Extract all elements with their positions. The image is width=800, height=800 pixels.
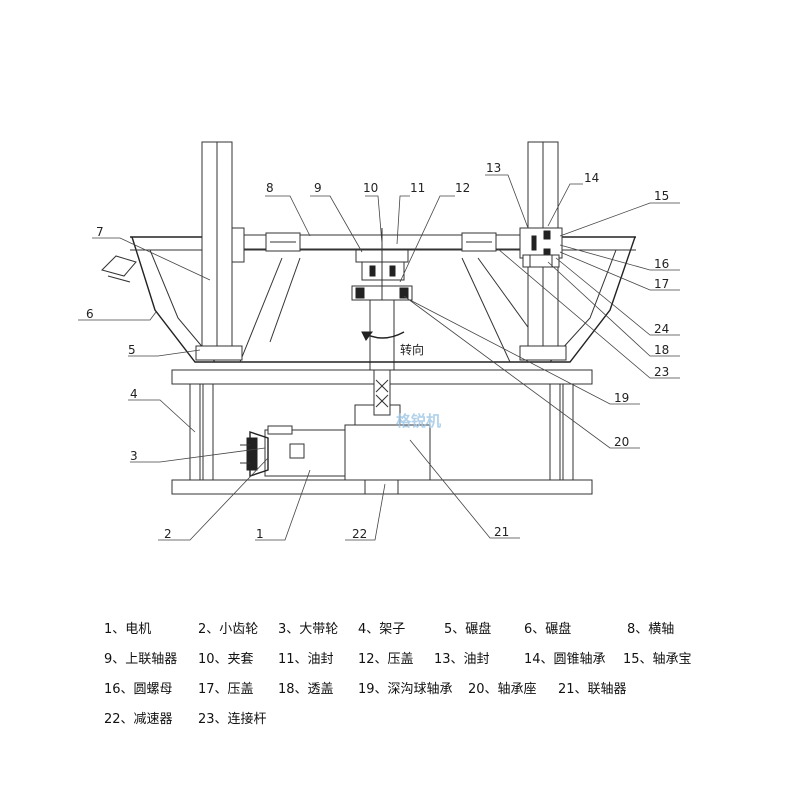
rotation-arrow	[361, 331, 405, 341]
callout-14: 14	[584, 171, 599, 185]
legend-item-11: 11、油封	[278, 652, 334, 667]
legend-item-21: 21、联轴器	[558, 682, 627, 697]
callout-18: 18	[654, 343, 669, 357]
left-roller	[195, 141, 245, 361]
legend-item-9: 9、上联轴器	[104, 652, 178, 667]
callout-6: 6	[86, 307, 94, 321]
legend-item-6: 6、碾盘	[524, 622, 572, 637]
legend-item-22: 22、减速器	[104, 712, 173, 727]
callout-22: 22	[352, 527, 367, 541]
legend-item-16: 16、圆螺母	[104, 682, 173, 697]
callout-24: 24	[654, 322, 669, 336]
machine-diagram: 转向 格锐机 1 2 3 4 5 6 7	[78, 141, 680, 541]
callout-10: 10	[363, 181, 378, 195]
legend-item-20: 20、轴承座	[468, 682, 537, 697]
callout-4: 4	[130, 387, 138, 401]
rotation-label: 转向	[400, 342, 424, 357]
base-frame	[171, 369, 593, 495]
motor-assembly	[240, 404, 431, 481]
callout-13: 13	[486, 161, 501, 175]
legend-item-10: 10、夹套	[198, 652, 254, 667]
legend-item-19: 19、深沟球轴承	[358, 682, 453, 697]
callout-12: 12	[455, 181, 470, 195]
legend-item-4: 4、架子	[358, 622, 406, 637]
legend-item-13: 13、油封	[434, 652, 490, 667]
watermark-logo: 格锐机	[396, 412, 441, 430]
right-bearing	[519, 227, 563, 268]
legend-item-14: 14、圆锥轴承	[524, 652, 606, 667]
legend-item-2: 2、小齿轮	[198, 622, 259, 637]
legend-item-17: 17、压盖	[198, 682, 254, 697]
callout-20: 20	[614, 435, 629, 449]
callout-16: 16	[654, 257, 669, 271]
legend-item-3: 3、大带轮	[278, 622, 339, 637]
legend-item-15: 15、轴承宝	[623, 652, 692, 667]
callout-23: 23	[654, 365, 669, 379]
legend-item-1: 1、电机	[104, 622, 152, 637]
callout-15: 15	[654, 189, 669, 203]
callout-11: 11	[410, 181, 425, 195]
callout-9: 9	[314, 181, 322, 195]
callout-3: 3	[130, 449, 138, 463]
legend-item-23: 23、连接杆	[198, 712, 267, 727]
callout-21: 21	[494, 525, 509, 539]
leader-lines	[78, 174, 680, 541]
legend-item-8: 8、横轴	[627, 622, 675, 637]
callout-7: 7	[96, 225, 104, 239]
callout-19: 19	[614, 391, 629, 405]
center-hub	[351, 228, 413, 301]
callout-5: 5	[128, 343, 136, 357]
callout-2: 2	[164, 527, 172, 541]
callout-1: 1	[256, 527, 264, 541]
watermark-text: 格锐机	[396, 412, 441, 430]
cross-shaft	[243, 232, 523, 252]
legend-item-18: 18、透盖	[278, 682, 334, 697]
callout-8: 8	[266, 181, 274, 195]
legend-item-12: 12、压盖	[358, 652, 414, 667]
legend-item-5: 5、碾盘	[444, 622, 492, 637]
drive-shaft	[369, 289, 395, 416]
callout-17: 17	[654, 277, 669, 291]
callout-labels: 1 2 3 4 5 6 7 8 9 10 11 12 13 14 15 16 1…	[86, 161, 669, 541]
